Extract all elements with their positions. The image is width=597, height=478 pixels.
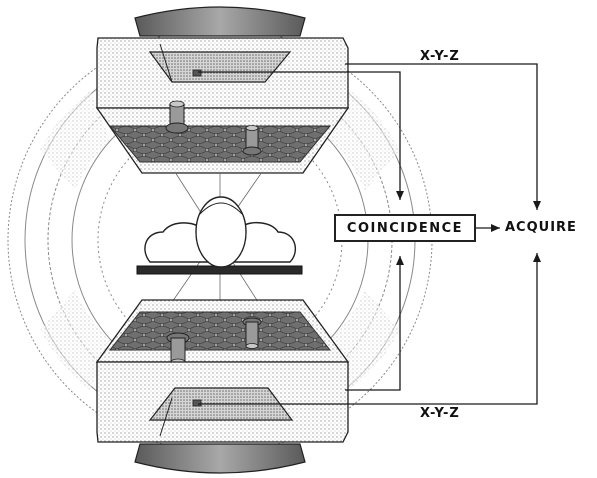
patient — [136, 196, 303, 275]
top-detector-head — [95, 6, 350, 174]
pmt-bottom-right — [242, 317, 262, 349]
signal-wiring — [198, 63, 541, 405]
acquire-label: ACQUIRE — [505, 220, 577, 235]
xyz-top-label: X-Y-Z — [420, 49, 460, 64]
coincidence-box: COINCIDENCE — [334, 214, 476, 242]
pmt-top-left — [165, 100, 189, 134]
pmt-top-right — [242, 125, 262, 156]
coincidence-label: COINCIDENCE — [346, 220, 464, 236]
xyz-bottom-label: X-Y-Z — [420, 406, 460, 421]
patient-head — [195, 196, 247, 268]
bottom-detector-head — [95, 299, 350, 474]
